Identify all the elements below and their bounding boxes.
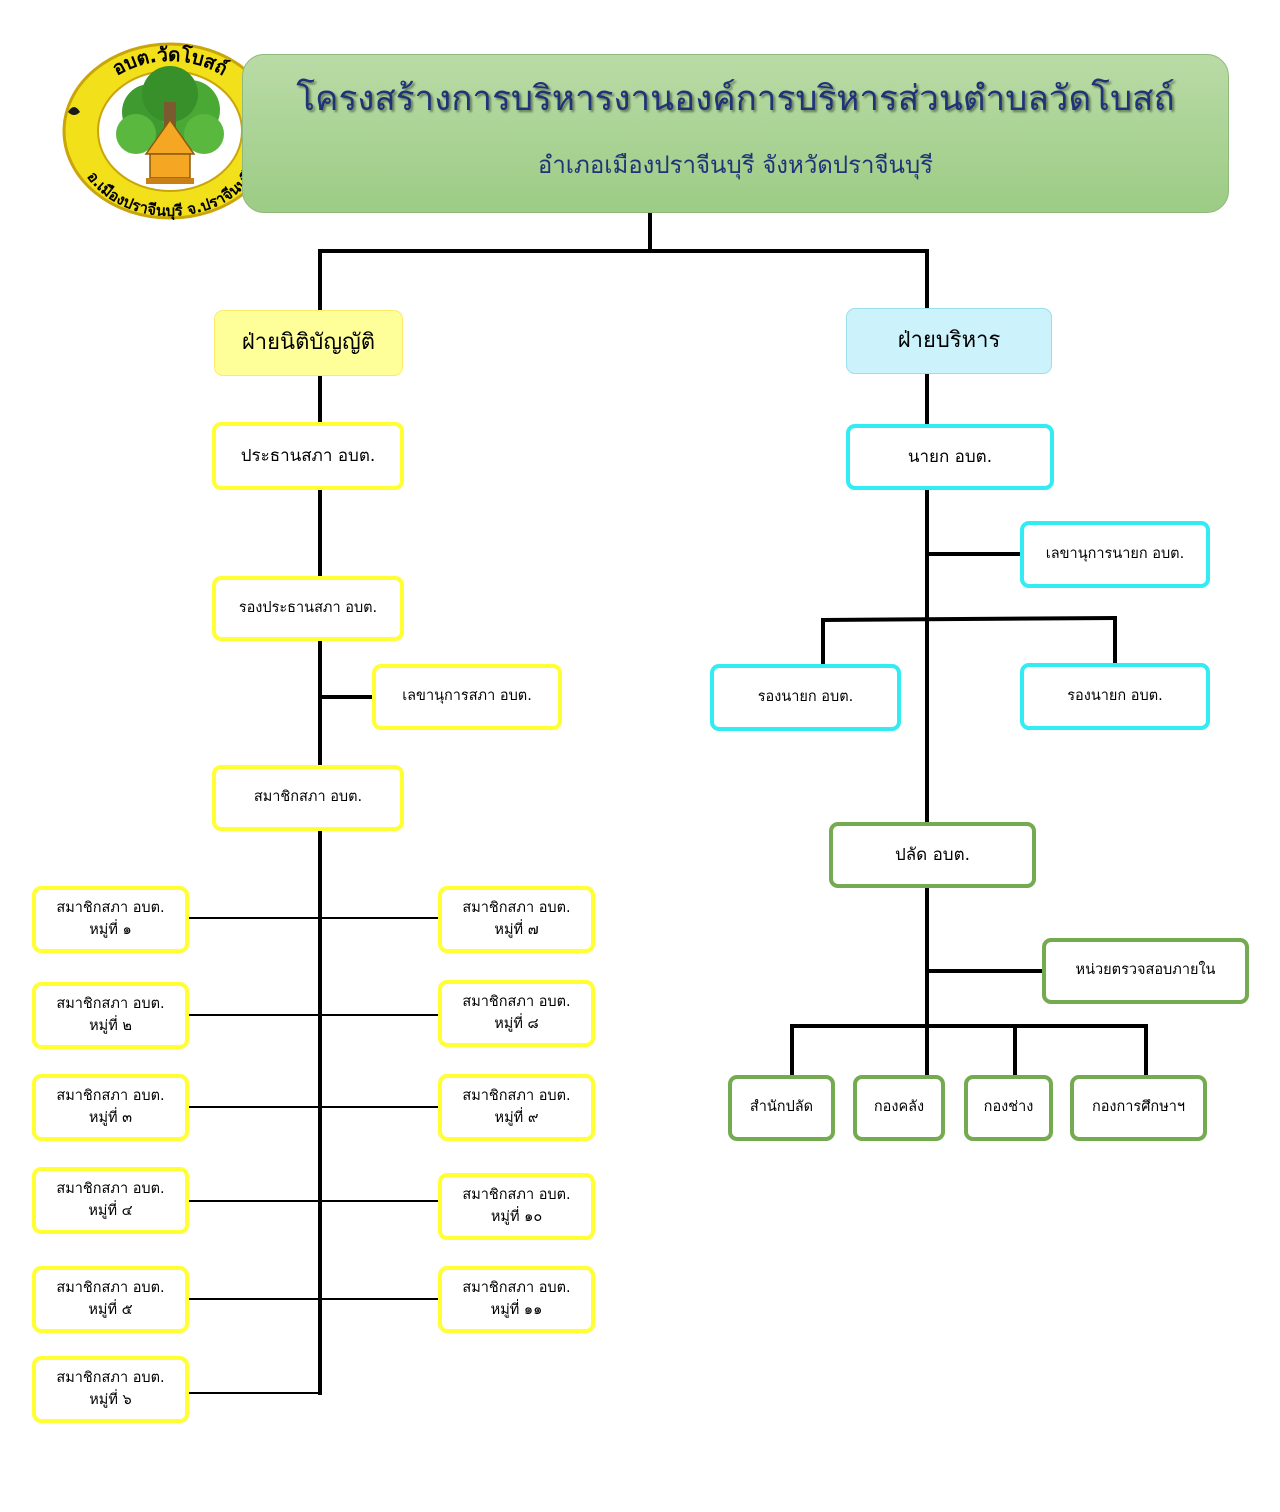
internal-audit-box: หน่วยตรวจสอบภายใน — [1042, 938, 1249, 1004]
member-label: สมาชิกสภา อบต. — [462, 994, 571, 1011]
member-village: หมู่ที่ ๕ — [88, 1301, 133, 1318]
member-box-village-6: สมาชิกสภา อบต. หมู่ที่ ๖ — [32, 1356, 189, 1423]
deputy-mayor-right-box: รองนายก อบต. — [1020, 663, 1210, 730]
division-education-text: กองการศึกษาฯ — [1091, 1099, 1186, 1116]
member-box-village-2: สมาชิกสภา อบต. หมู่ที่ ๒ — [32, 982, 189, 1049]
mayor-secretary-box: เลขานุการนายก อบต. — [1020, 521, 1210, 588]
deputy-mayor-right-text: รองนายก อบต. — [1067, 687, 1163, 704]
mayor-text: นายก อบต. — [907, 446, 993, 467]
legislative-title-text: ฝ่ายนิติบัญญัติ — [241, 330, 376, 356]
council-members-text: สมาชิกสภา อบต. — [253, 789, 363, 806]
council-vice-chairman-text: รองประธานสภา อบต. — [238, 599, 378, 616]
member-label: สมาชิกสภา อบต. — [462, 1187, 571, 1204]
chief-administrator-box: ปลัด อบต. — [829, 822, 1036, 888]
member-label: สมาชิกสภา อบต. — [56, 1280, 165, 1297]
council-secretary-text: เลขานุการสภา อบต. — [402, 688, 532, 705]
member-box-village-8: สมาชิกสภา อบต. หมู่ที่ ๘ — [438, 980, 595, 1047]
deputy-mayor-left-text: รองนายก อบต. — [757, 688, 854, 705]
member-village: หมู่ที่ ๗ — [494, 921, 539, 938]
member-box-village-5: สมาชิกสภา อบต. หมู่ที่ ๕ — [32, 1266, 189, 1333]
member-village: หมู่ที่ ๒ — [89, 1017, 132, 1034]
internal-audit-text: หน่วยตรวจสอบภายใน — [1075, 962, 1216, 979]
member-label: สมาชิกสภา อบต. — [462, 900, 571, 917]
member-label: สมาชิกสภา อบต. — [56, 900, 165, 917]
member-village: หมู่ที่ ๙ — [494, 1109, 539, 1126]
council-secretary-box: เลขานุการสภา อบต. — [372, 664, 562, 730]
member-box-village-7: สมาชิกสภา อบต. หมู่ที่ ๗ — [438, 886, 595, 953]
council-chairman-box: ประธานสภา อบต. — [212, 422, 404, 490]
page-subtitle: อำเภอเมืองปราจีนบุรี จังหวัดปราจีนบุรี — [537, 151, 934, 179]
member-village: หมู่ที่ ๔ — [88, 1202, 133, 1219]
member-label: สมาชิกสภา อบต. — [56, 996, 165, 1013]
council-members-box: สมาชิกสภา อบต. — [212, 765, 404, 831]
member-village: หมู่ที่ ๑๑ — [490, 1301, 543, 1318]
member-label: สมาชิกสภา อบต. — [56, 1088, 165, 1105]
member-label: สมาชิกสภา อบต. — [56, 1370, 165, 1387]
executive-branch-title: ฝ่ายบริหาร — [846, 308, 1052, 374]
member-village: หมู่ที่ ๓ — [88, 1109, 133, 1126]
council-vice-chairman-box: รองประธานสภา อบต. — [212, 576, 404, 641]
division-office-text: สำนักปลัด — [749, 1099, 814, 1116]
executive-title-text: ฝ่ายบริหาร — [897, 328, 1001, 354]
member-box-village-9: สมาชิกสภา อบต. หมู่ที่ ๙ — [438, 1074, 595, 1141]
member-label: สมาชิกสภา อบต. — [56, 1181, 165, 1198]
legislative-branch-title: ฝ่ายนิติบัญญัติ — [214, 310, 403, 376]
header-banner: โครงสร้างการบริหารงานองค์การบริหารส่วนตำ… — [242, 54, 1229, 213]
member-village: หมู่ที่ ๑๐ — [490, 1208, 543, 1225]
division-finance-text: กองคลัง — [873, 1099, 925, 1116]
division-education-box: กองการศึกษาฯ — [1070, 1075, 1207, 1141]
member-box-village-4: สมาชิกสภา อบต. หมู่ที่ ๔ — [32, 1167, 189, 1234]
chief-administrator-text: ปลัด อบต. — [894, 844, 971, 865]
member-box-village-3: สมาชิกสภา อบต. หมู่ที่ ๓ — [32, 1074, 189, 1141]
member-label: สมาชิกสภา อบต. — [462, 1088, 571, 1105]
member-village: หมู่ที่ ๘ — [494, 1015, 539, 1032]
member-box-village-10: สมาชิกสภา อบต. หมู่ที่ ๑๐ — [438, 1173, 595, 1240]
division-engineering-text: กองช่าง — [983, 1099, 1034, 1116]
division-engineering-box: กองช่าง — [964, 1075, 1053, 1141]
mayor-box: นายก อบต. — [846, 424, 1054, 490]
division-office-box: สำนักปลัด — [728, 1075, 835, 1141]
member-label: สมาชิกสภา อบต. — [462, 1280, 571, 1297]
member-village: หมู่ที่ ๑ — [89, 921, 132, 938]
member-box-village-11: สมาชิกสภา อบต. หมู่ที่ ๑๑ — [438, 1266, 595, 1333]
mayor-secretary-text: เลขานุการนายก อบต. — [1045, 545, 1185, 562]
member-box-village-1: สมาชิกสภา อบต. หมู่ที่ ๑ — [32, 886, 189, 953]
member-village: หมู่ที่ ๖ — [89, 1391, 132, 1408]
division-finance-box: กองคลัง — [853, 1075, 945, 1141]
deputy-mayor-left-box: รองนายก อบต. — [710, 664, 901, 731]
organization-seal: อบต.วัดโบสถ์ อ.เมืองปราจีนบุรี จ.ปราจีนบ… — [62, 42, 278, 220]
page-title: โครงสร้างการบริหารงานองค์การบริหารส่วนตำ… — [296, 79, 1175, 119]
council-chairman-text: ประธานสภา อบต. — [240, 445, 376, 466]
